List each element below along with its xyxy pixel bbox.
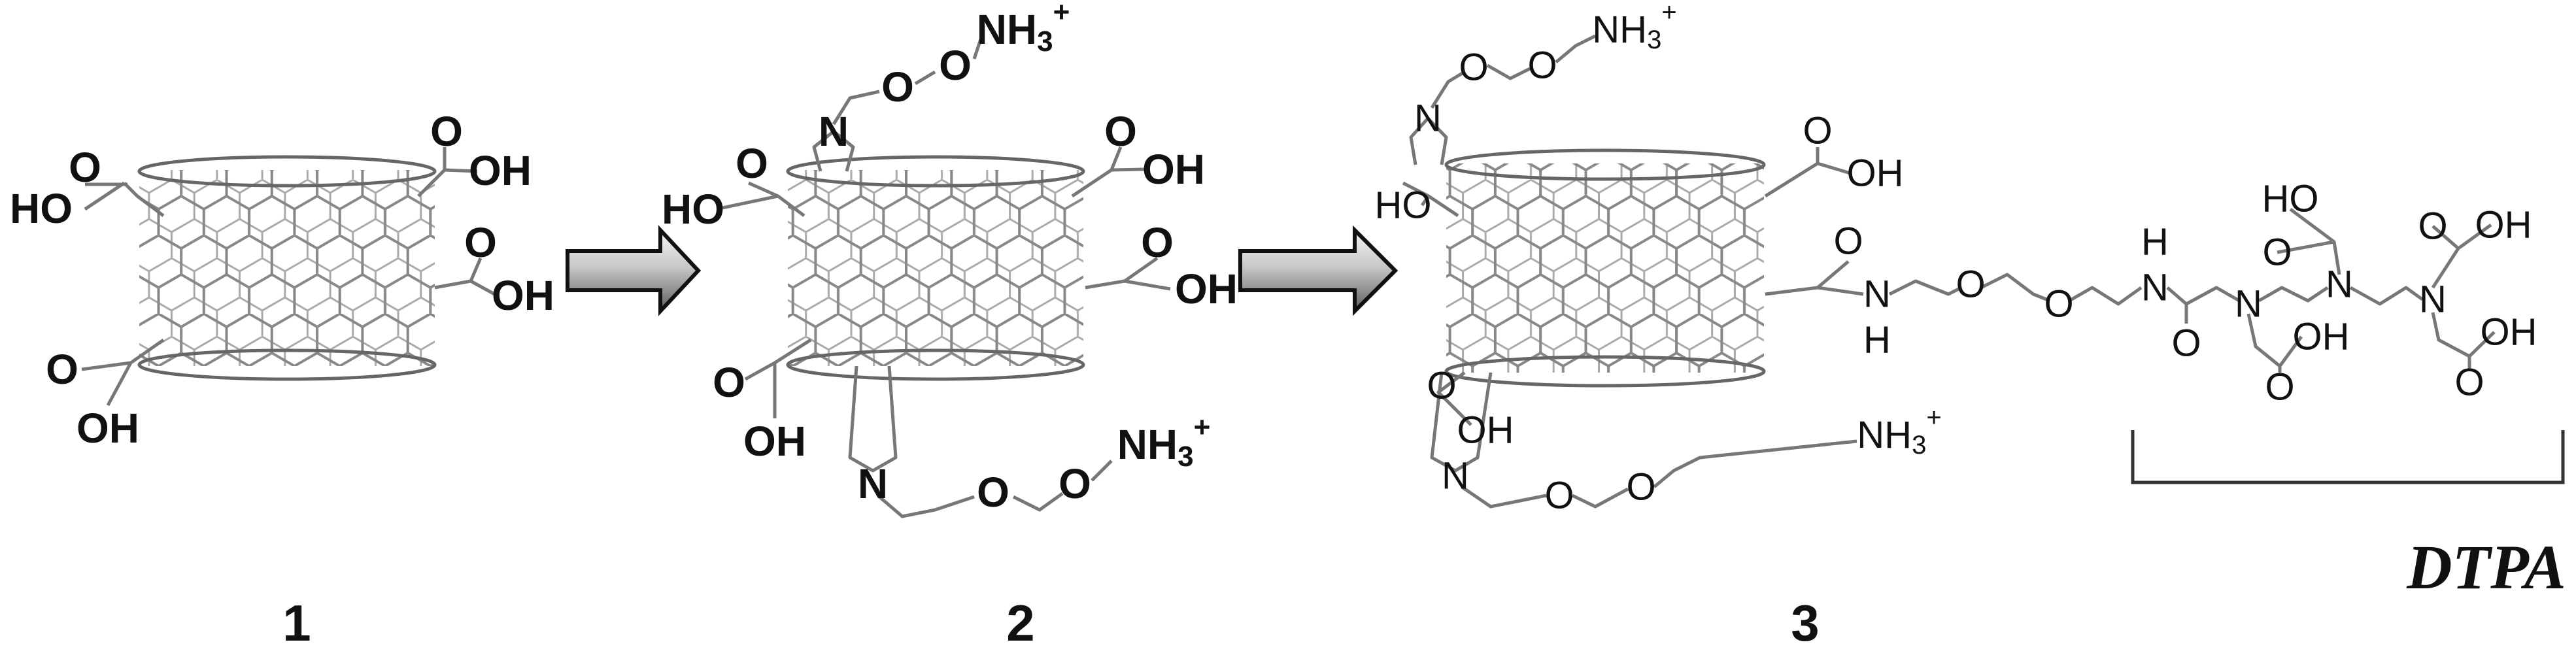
atom-label: O bbox=[1527, 44, 1557, 87]
atom-label: HO bbox=[662, 186, 724, 233]
atom-label: OH bbox=[2481, 311, 2537, 354]
atom-label: O bbox=[2044, 283, 2073, 326]
atom-label: O bbox=[1459, 46, 1488, 89]
atom-label: O bbox=[2171, 322, 2201, 365]
atom-label: HO bbox=[2262, 178, 2319, 220]
compound-3: N O O HO O OH O OH N O O O N H O O H N O… bbox=[1375, 0, 2566, 652]
reaction-arrow-icon bbox=[1238, 225, 1398, 316]
atom-label: OH bbox=[743, 418, 806, 465]
bonds bbox=[81, 147, 498, 407]
atom-label: OH bbox=[1175, 265, 1238, 312]
atom-label: O bbox=[1626, 466, 1655, 509]
atom-label: N bbox=[2141, 267, 2169, 309]
atom-label: O bbox=[977, 469, 1009, 516]
nanotube bbox=[1444, 148, 1766, 388]
atom-label: O bbox=[1803, 110, 1832, 152]
compound-number: 1 bbox=[282, 594, 311, 652]
atom-label: OH bbox=[492, 272, 554, 319]
atom-label: O bbox=[2265, 366, 2294, 409]
atom-label: N bbox=[1442, 455, 1469, 497]
atom-label: OH bbox=[1457, 409, 1514, 452]
atom-label: H bbox=[2141, 221, 2169, 263]
amine-label: NH3+ bbox=[977, 0, 1070, 58]
atom-label: O bbox=[939, 42, 972, 89]
atom-label: H bbox=[1863, 319, 1891, 361]
atom-label: O bbox=[881, 63, 914, 110]
atom-label: O bbox=[46, 346, 78, 393]
compound-1: HO O O OH O OH O OH 1 bbox=[10, 108, 554, 652]
atom-label: OH bbox=[1142, 146, 1205, 193]
atom-label: N bbox=[2235, 283, 2262, 326]
nanotube bbox=[786, 155, 1085, 381]
atom-label: O bbox=[736, 140, 768, 187]
bonds bbox=[722, 39, 1171, 518]
atom-label: O bbox=[1141, 219, 1174, 266]
atom-label: N bbox=[2419, 278, 2447, 321]
atom-label: OH bbox=[1847, 152, 1904, 195]
atom-label: N bbox=[858, 460, 888, 507]
atom-label: N bbox=[2326, 263, 2353, 306]
atom-label: O bbox=[2418, 205, 2447, 248]
nanotube bbox=[137, 155, 437, 381]
bonds bbox=[1402, 34, 2496, 509]
atom-label: HO bbox=[10, 185, 73, 232]
atom-label: O bbox=[464, 219, 497, 266]
compound-2: N O O O HO O OH O OH O OH N O O NH3+ NH3… bbox=[662, 0, 1238, 652]
atom-label: O bbox=[2262, 231, 2292, 274]
compound-number: 2 bbox=[1006, 594, 1034, 652]
atom-label: N bbox=[1863, 273, 1891, 316]
atom-label: O bbox=[1956, 263, 1985, 306]
compound-number: 3 bbox=[1791, 594, 1819, 652]
atom-label: OH bbox=[76, 405, 139, 452]
atom-label: N bbox=[819, 108, 849, 155]
atom-label: O bbox=[1427, 365, 1456, 407]
atom-label: O bbox=[1544, 475, 1574, 517]
atom-label: O bbox=[430, 108, 463, 155]
amine-label: NH3+ bbox=[1592, 0, 1676, 54]
dtpa-bracket bbox=[2131, 430, 2565, 484]
reaction-arrow-icon bbox=[566, 225, 702, 316]
atom-label: O bbox=[69, 144, 101, 191]
atom-label: N bbox=[1414, 97, 1442, 140]
atom-label: OH bbox=[2293, 316, 2350, 358]
atom-label: O bbox=[2454, 361, 2484, 404]
atom-label: OH bbox=[2475, 204, 2532, 246]
amine-label: NH3+ bbox=[1117, 411, 1211, 473]
atom-label: HO bbox=[1375, 184, 1432, 227]
amine-label: NH3+ bbox=[1857, 403, 1941, 460]
atom-label: O bbox=[1059, 460, 1091, 507]
atom-label: O bbox=[1833, 220, 1863, 263]
atoms: N O O HO O OH O OH N O O O N H O O H N O… bbox=[1375, 44, 2537, 517]
atom-label: OH bbox=[469, 147, 532, 194]
atom-label: O bbox=[713, 359, 745, 406]
dtpa-label: DTPA bbox=[2406, 532, 2566, 602]
atom-label: O bbox=[1104, 108, 1137, 155]
